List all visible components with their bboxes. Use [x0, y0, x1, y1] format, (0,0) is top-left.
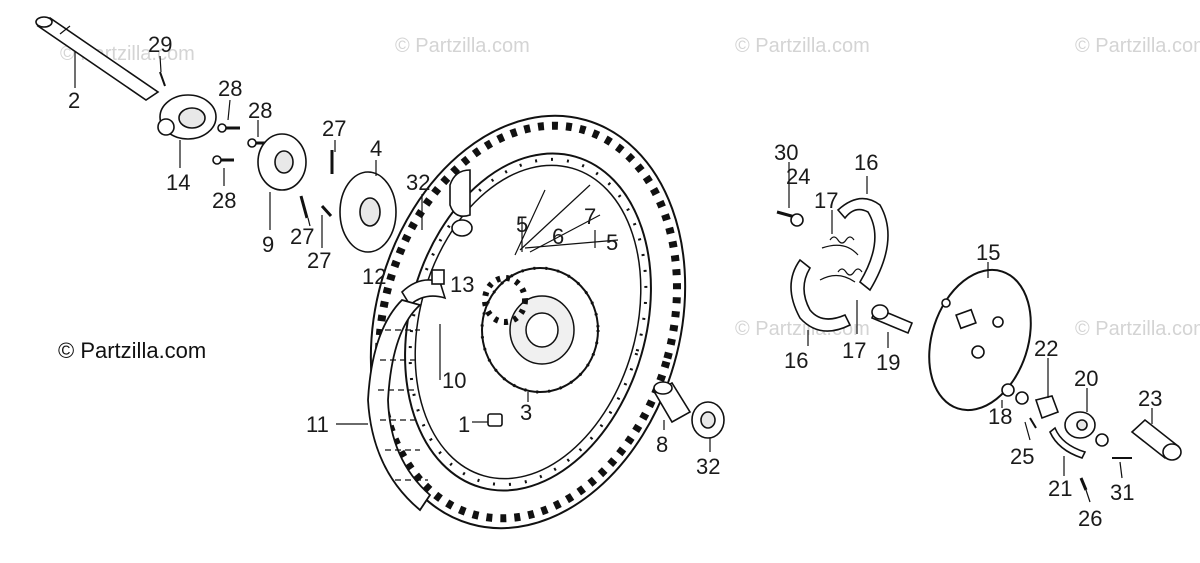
callout-3: 3 [520, 400, 532, 425]
brake-cam-part [870, 304, 914, 335]
leader-lines [74, 52, 1153, 503]
axle-part [35, 16, 160, 101]
callout-23: 23 [1138, 386, 1162, 411]
small-bolt-parts [299, 150, 334, 219]
callout-30: 30 [774, 140, 798, 165]
callout-17a: 17 [814, 188, 838, 213]
callout-1: 1 [458, 412, 470, 437]
callout-5a: 5 [516, 212, 528, 237]
callout-5b: 5 [606, 230, 618, 255]
callout-32a: 32 [406, 170, 430, 195]
pin-part [159, 71, 166, 87]
callout-7: 7 [584, 204, 596, 229]
callout-27c: 27 [307, 248, 331, 273]
small-bolt-part [1079, 477, 1088, 491]
callout-15: 15 [976, 240, 1000, 265]
callout-25: 25 [1010, 444, 1034, 469]
collar-part [653, 381, 692, 424]
callout-9: 9 [262, 232, 274, 257]
indicator-part [1049, 411, 1109, 459]
hub-flange-part [157, 94, 217, 140]
wheel-assembly [369, 114, 687, 530]
callout-2: 2 [68, 88, 80, 113]
bolt-parts [212, 123, 268, 165]
inner-tube-part [400, 269, 447, 307]
callout-19: 19 [876, 350, 900, 375]
callout-28c: 28 [212, 188, 236, 213]
callout-10: 10 [442, 368, 466, 393]
copyright-text: © Partzilla.com [58, 338, 206, 363]
callout-6: 6 [552, 224, 564, 249]
watermark-6: © Partzilla.com [1075, 318, 1200, 340]
callout-14: 14 [166, 170, 190, 195]
brake-disc-part [339, 171, 397, 253]
brake-arm-part [1029, 395, 1060, 429]
brake-shoe-parts [790, 197, 889, 332]
callout-17b: 17 [842, 338, 866, 363]
callout-31: 31 [1110, 480, 1134, 505]
watermark-4: © Partzilla.com [1075, 35, 1200, 57]
callout-12: 12 [362, 264, 386, 289]
callout-labels: 29 2 28 28 14 28 9 27 27 27 4 32 12 13 5… [68, 32, 1162, 531]
spacer-part [1130, 418, 1182, 461]
watermark-3: © Partzilla.com [735, 35, 870, 57]
callout-18: 18 [988, 404, 1012, 429]
disc-plate-part [257, 133, 307, 191]
brake-spring-part [829, 236, 863, 276]
tire-part [367, 298, 432, 512]
callout-21: 21 [1048, 476, 1072, 501]
callout-4: 4 [370, 136, 382, 161]
callout-16a: 16 [854, 150, 878, 175]
callout-8: 8 [656, 432, 668, 457]
callout-26: 26 [1078, 506, 1102, 531]
callout-29: 29 [148, 32, 172, 57]
callout-32b: 32 [696, 454, 720, 479]
callout-28b: 28 [248, 98, 272, 123]
small-washer-part [1015, 391, 1029, 405]
callout-27b: 27 [290, 224, 314, 249]
valve-nut-part [487, 413, 503, 427]
callout-24: 24 [786, 164, 810, 189]
washer-part [790, 213, 804, 227]
callout-20: 20 [1074, 366, 1098, 391]
callout-22: 22 [1034, 336, 1058, 361]
callout-28a: 28 [218, 76, 242, 101]
brake-panel-part [928, 268, 1032, 412]
tire-tread-part [449, 169, 471, 218]
watermark-2: © Partzilla.com [395, 35, 530, 57]
bearing-lower-part [691, 401, 725, 439]
callout-27a: 27 [322, 116, 346, 141]
callout-16b: 16 [784, 348, 808, 373]
seal-part [1001, 383, 1015, 397]
callout-13: 13 [450, 272, 474, 297]
callout-11: 11 [306, 412, 329, 437]
